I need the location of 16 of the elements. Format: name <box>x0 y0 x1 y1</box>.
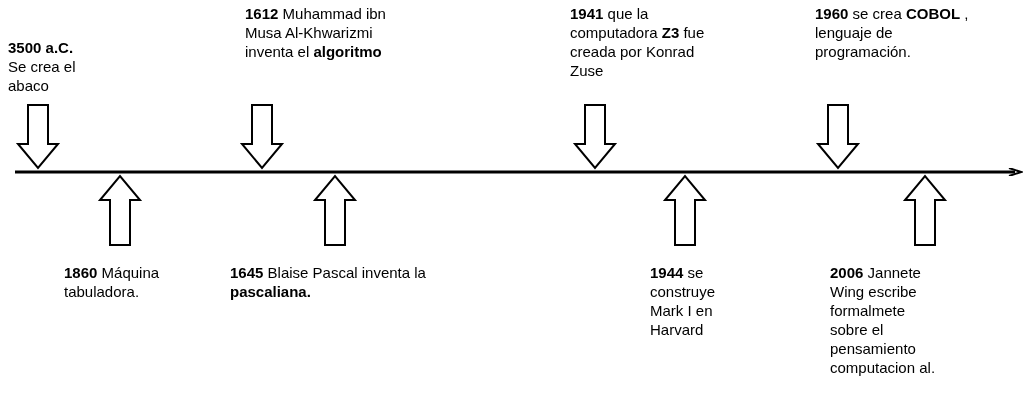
block-arrow <box>902 174 948 246</box>
block-arrow <box>572 104 618 170</box>
block-arrow <box>815 104 861 170</box>
event-text: 1612 Muhammad ibn Musa Al-Khwarizmi inventa el algoritmo <box>245 4 387 61</box>
block-arrow <box>662 174 708 246</box>
block-arrow <box>15 104 61 170</box>
event-text: 1645 Blaise Pascal inventa la pascaliana. <box>230 263 427 301</box>
event-text: 1944 se construye Mark I en Harvard <box>650 263 717 339</box>
event-text: 3500 a.C. Se crea el abaco <box>8 38 77 95</box>
event-text: 1960 se crea COBOL , lenguaje de programación. <box>815 4 970 61</box>
block-arrow <box>97 174 143 246</box>
event-text: 2006 Jannete Wing escribe formalmete sobre el pensamiento computacion al. <box>830 263 937 377</box>
event-text: 1860 Máquina tabuladora. <box>64 263 161 301</box>
block-arrow <box>239 104 285 170</box>
event-text: 1941 que la computadora Z3 fue creada por Konrad Zuse <box>570 4 706 80</box>
block-arrow <box>312 174 358 246</box>
